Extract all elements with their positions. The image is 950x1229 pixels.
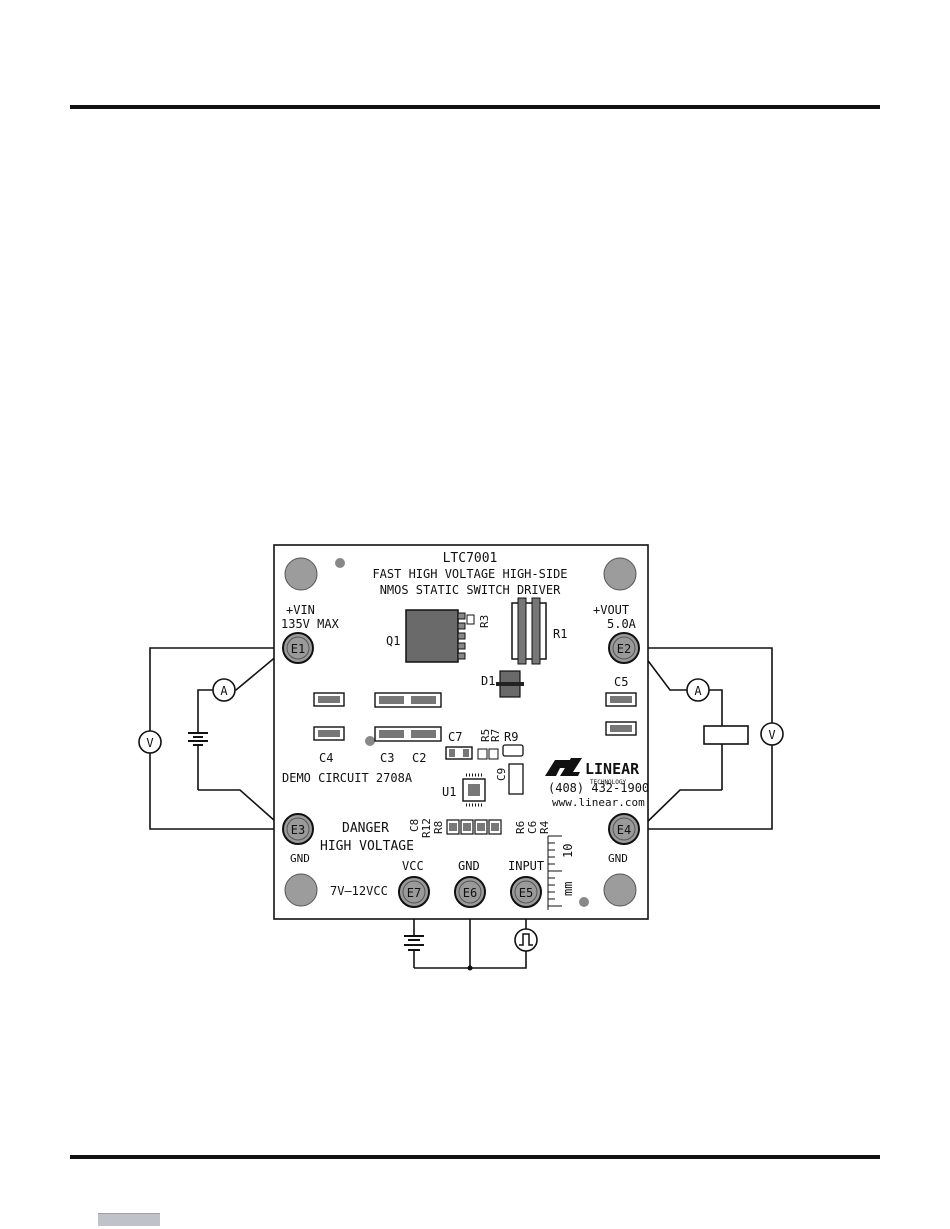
mounting-holes xyxy=(284,557,637,907)
svg-text:E2: E2 xyxy=(617,642,631,656)
r9-pad xyxy=(502,744,524,757)
load-resistor-icon xyxy=(703,725,749,745)
d1-diode xyxy=(496,670,524,698)
vout-label: +VOUT xyxy=(593,603,629,617)
r7-label: R7 xyxy=(489,729,502,742)
pulse-source-icon xyxy=(514,928,538,952)
bottom-resistor-row xyxy=(446,819,502,835)
vin-label: +VIN xyxy=(286,603,315,617)
u1-label: U1 xyxy=(442,785,456,799)
ruler-unit: mm xyxy=(561,882,575,896)
c5-capacitor xyxy=(605,692,637,736)
r4-label: R4 xyxy=(538,820,551,834)
board-title: LTC7001 xyxy=(443,551,498,566)
c3-label: C3 xyxy=(380,751,394,765)
ruler-value: 10 xyxy=(561,844,575,858)
svg-text:E1: E1 xyxy=(291,642,305,656)
fiducial-top xyxy=(335,558,345,568)
c9-pad xyxy=(508,763,524,795)
board-subtitle-2: NMOS STATIC SWITCH DRIVER xyxy=(380,583,561,597)
bottom-rule xyxy=(70,1155,880,1159)
ammeter-right: A xyxy=(686,678,710,702)
r1-label: R1 xyxy=(553,627,567,641)
c9-label: C9 xyxy=(495,768,508,781)
terminal-e5[interactable]: E5 xyxy=(510,876,542,908)
r9-label: R9 xyxy=(504,730,518,744)
ammeter-left: A xyxy=(212,678,236,702)
terminal-e6[interactable]: E6 xyxy=(454,876,486,908)
svg-text:TECHNOLOGY: TECHNOLOGY xyxy=(590,779,627,786)
r1-resistor xyxy=(511,597,547,665)
terminal-e3[interactable]: E3 xyxy=(282,813,314,845)
input-label: INPUT xyxy=(508,859,544,873)
svg-text:E5: E5 xyxy=(519,886,533,900)
footer-page-tab xyxy=(98,1213,160,1226)
gnd-bottom-label: GND xyxy=(458,859,480,873)
q1-mosfet xyxy=(405,609,466,663)
svg-text:A: A xyxy=(694,684,702,698)
r6-label: R6 xyxy=(514,821,527,834)
c8-label: C8 xyxy=(408,819,421,832)
svg-text:LINEAR: LINEAR xyxy=(585,760,640,778)
r12-label: R12 xyxy=(420,818,433,838)
r7-pad xyxy=(488,748,499,760)
voltmeter-left: V xyxy=(138,730,162,754)
fiducial-bottom xyxy=(579,897,589,907)
r8-label: R8 xyxy=(432,821,445,834)
svg-text:E3: E3 xyxy=(291,823,305,837)
r5-label: R5 xyxy=(479,729,492,742)
svg-text:V: V xyxy=(146,736,153,750)
c2-label: C2 xyxy=(412,751,426,765)
c3-c2-capacitors xyxy=(374,692,442,742)
terminal-e4[interactable]: E4 xyxy=(608,813,640,845)
c6-label: C6 xyxy=(526,821,539,834)
vcc-range-label: 7V–12VCC xyxy=(330,884,388,898)
c4-capacitor xyxy=(313,692,345,741)
d1-label: D1 xyxy=(481,674,495,688)
high-voltage-label: HIGH VOLTAGE xyxy=(320,839,414,854)
mm-ruler xyxy=(547,835,562,910)
top-rule xyxy=(70,105,880,109)
fiducial-mid xyxy=(365,736,375,746)
c4-label: C4 xyxy=(319,751,333,765)
terminal-e7[interactable]: E7 xyxy=(398,876,430,908)
c7-capacitor xyxy=(445,746,473,760)
terminal-e1[interactable]: E1 xyxy=(282,632,314,664)
q1-label: Q1 xyxy=(386,634,400,648)
battery-bottom-icon xyxy=(404,935,424,951)
vout-current-label: 5.0A xyxy=(607,617,637,631)
voltmeter-right: V xyxy=(760,722,784,746)
linear-logo: LINEAR TECHNOLOGY xyxy=(545,758,640,786)
svg-text:V: V xyxy=(768,728,775,742)
vcc-label: VCC xyxy=(402,859,424,873)
r3-label: R3 xyxy=(478,615,491,628)
ground-junction xyxy=(467,965,473,971)
svg-text:E4: E4 xyxy=(617,823,631,837)
board-subtitle-1: FAST HIGH VOLTAGE HIGH-SIDE xyxy=(372,567,567,581)
u1-ic xyxy=(462,773,486,807)
c7-label: C7 xyxy=(448,730,462,744)
gnd-right-label: GND xyxy=(608,852,628,865)
danger-label: DANGER xyxy=(342,821,389,836)
terminal-e2[interactable]: E2 xyxy=(608,632,640,664)
c5-label: C5 xyxy=(614,675,628,689)
vin-max-label: 135V MAX xyxy=(281,617,340,631)
svg-text:E6: E6 xyxy=(463,886,477,900)
web-label: www.linear.com xyxy=(552,796,645,809)
phone-label: (408) 432-1900 xyxy=(548,781,649,795)
svg-text:E7: E7 xyxy=(407,886,421,900)
gnd-left-label: GND xyxy=(290,852,310,865)
battery-left-icon xyxy=(188,732,208,746)
demo-circuit-label: DEMO CIRCUIT 2708A xyxy=(282,771,413,785)
r5-pad xyxy=(477,748,488,760)
r3-pad xyxy=(466,614,475,625)
svg-text:A: A xyxy=(220,684,228,698)
